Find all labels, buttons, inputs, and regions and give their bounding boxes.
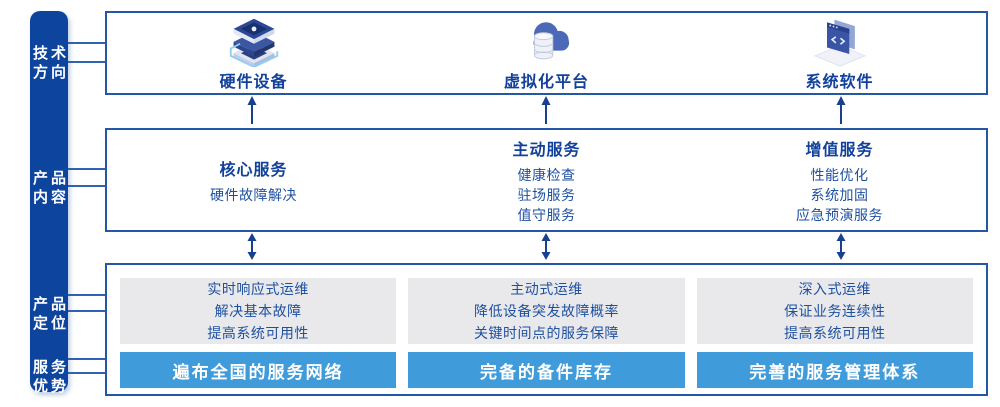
service-column-title: 核心服务 — [219, 161, 288, 179]
positioning-line: 提高系统可用性 — [207, 325, 309, 341]
advantage-banner: 完备的备件库存 — [408, 352, 685, 388]
sidebar-label-line: 产品 — [33, 170, 70, 187]
sidebar-label-line: 优势 — [33, 378, 70, 395]
arrow-cell — [694, 96, 988, 124]
connector-line — [68, 61, 105, 63]
arrow-cell — [399, 96, 693, 124]
connector-line — [68, 372, 105, 374]
positioning-panel: 深入式运维 保证业务连续性 提高系统可用性 — [696, 278, 973, 344]
service-column-value-added: 增值服务 性能优化 系统加固 应急预演服务 — [693, 130, 986, 230]
sidebar-label-line: 技术 — [33, 45, 70, 62]
service-item: 应急预演服务 — [796, 206, 883, 223]
positioning-panel: 主动式运维 降低设备突发故障概率 关键时间点的服务保障 — [408, 278, 685, 344]
tech-item-system-software: 系统软件 — [693, 13, 986, 93]
positioning-column-realtime: 实时响应式运维 解决基本故障 提高系统可用性 遍布全国的服务网络 — [120, 278, 397, 388]
server-stack-icon — [226, 15, 282, 67]
positioning-line: 实时响应式运维 — [207, 281, 309, 297]
cloud-database-icon — [518, 15, 576, 67]
service-item: 系统加固 — [810, 186, 869, 203]
connector-line — [68, 168, 105, 170]
positioning-line: 提高系统可用性 — [784, 325, 886, 341]
double-arrow-icon — [836, 233, 846, 260]
up-arrow-icon — [541, 96, 551, 124]
double-arrow-icon — [247, 233, 257, 260]
positioning-line: 保证业务连续性 — [784, 303, 886, 319]
tech-item-label: 虚拟化平台 — [503, 73, 589, 91]
sidebar-label-line: 产品 — [33, 296, 70, 313]
connector-line — [68, 310, 105, 312]
sidebar-label-product-content: 产品 内容 — [30, 169, 68, 207]
positioning-line: 解决基本故障 — [214, 303, 302, 319]
connector-line — [68, 294, 105, 296]
sidebar: 技术 方向 产品 内容 产品 定位 服务 优势 — [30, 11, 68, 395]
service-column-core: 核心服务 硬件故障解决 — [107, 130, 400, 230]
double-arrow-icon — [541, 233, 551, 260]
tech-item-virtualization: 虚拟化平台 — [400, 13, 693, 93]
sidebar-label-product-positioning: 产品 定位 — [30, 295, 68, 333]
sidebar-label-line: 内容 — [33, 189, 70, 206]
service-item: 值守服务 — [517, 206, 576, 223]
tech-item-hardware: 硬件设备 — [107, 13, 400, 93]
arrow-cell — [399, 233, 693, 260]
tech-direction-box: 硬件设备 虚拟化平台 — [105, 11, 988, 95]
positioning-line: 关键时间点的服务保障 — [473, 325, 619, 341]
arrow-cell — [694, 233, 988, 260]
arrow-cell — [105, 96, 399, 124]
software-window-icon — [812, 15, 868, 67]
positioning-line: 主动式运维 — [510, 281, 583, 297]
positioning-column-indepth: 深入式运维 保证业务连续性 提高系统可用性 完善的服务管理体系 — [696, 278, 973, 388]
positioning-line: 降低设备突发故障概率 — [473, 303, 619, 319]
service-item: 硬件故障解决 — [210, 186, 297, 203]
arrow-cell — [105, 233, 399, 260]
advantage-banner: 完善的服务管理体系 — [696, 352, 973, 388]
service-column-title: 增值服务 — [805, 141, 874, 159]
service-column-proactive: 主动服务 健康检查 驻场服务 值守服务 — [400, 130, 693, 230]
arrow-row-top — [105, 96, 988, 124]
sidebar-label-line: 服务 — [33, 359, 70, 376]
sidebar-label-line: 方向 — [33, 64, 70, 81]
service-item: 驻场服务 — [517, 186, 576, 203]
positioning-line: 深入式运维 — [798, 281, 872, 297]
connector-line — [68, 358, 105, 360]
connector-line — [68, 185, 105, 187]
tech-item-label: 系统软件 — [805, 73, 874, 91]
up-arrow-icon — [836, 96, 846, 124]
arrow-row-bottom — [105, 233, 988, 260]
sidebar-label-service-advantage: 服务 优势 — [30, 358, 68, 396]
product-positioning-box: 实时响应式运维 解决基本故障 提高系统可用性 遍布全国的服务网络 主动式运维 降… — [105, 263, 988, 396]
service-item: 健康检查 — [517, 166, 576, 183]
up-arrow-icon — [247, 96, 257, 124]
connector-line — [68, 42, 105, 44]
service-item: 性能优化 — [810, 166, 869, 183]
service-column-title: 主动服务 — [512, 141, 581, 159]
sidebar-label-line: 定位 — [33, 315, 70, 332]
sidebar-label-tech-direction: 技术 方向 — [30, 44, 68, 82]
tech-item-label: 硬件设备 — [219, 73, 288, 91]
positioning-column-proactive: 主动式运维 降低设备突发故障概率 关键时间点的服务保障 完备的备件库存 — [408, 278, 685, 388]
product-content-box: 核心服务 硬件故障解决 主动服务 健康检查 驻场服务 值守服务 增值服务 性能优… — [105, 128, 988, 232]
positioning-panel: 实时响应式运维 解决基本故障 提高系统可用性 — [120, 278, 397, 344]
advantage-banner: 遍布全国的服务网络 — [120, 352, 397, 388]
